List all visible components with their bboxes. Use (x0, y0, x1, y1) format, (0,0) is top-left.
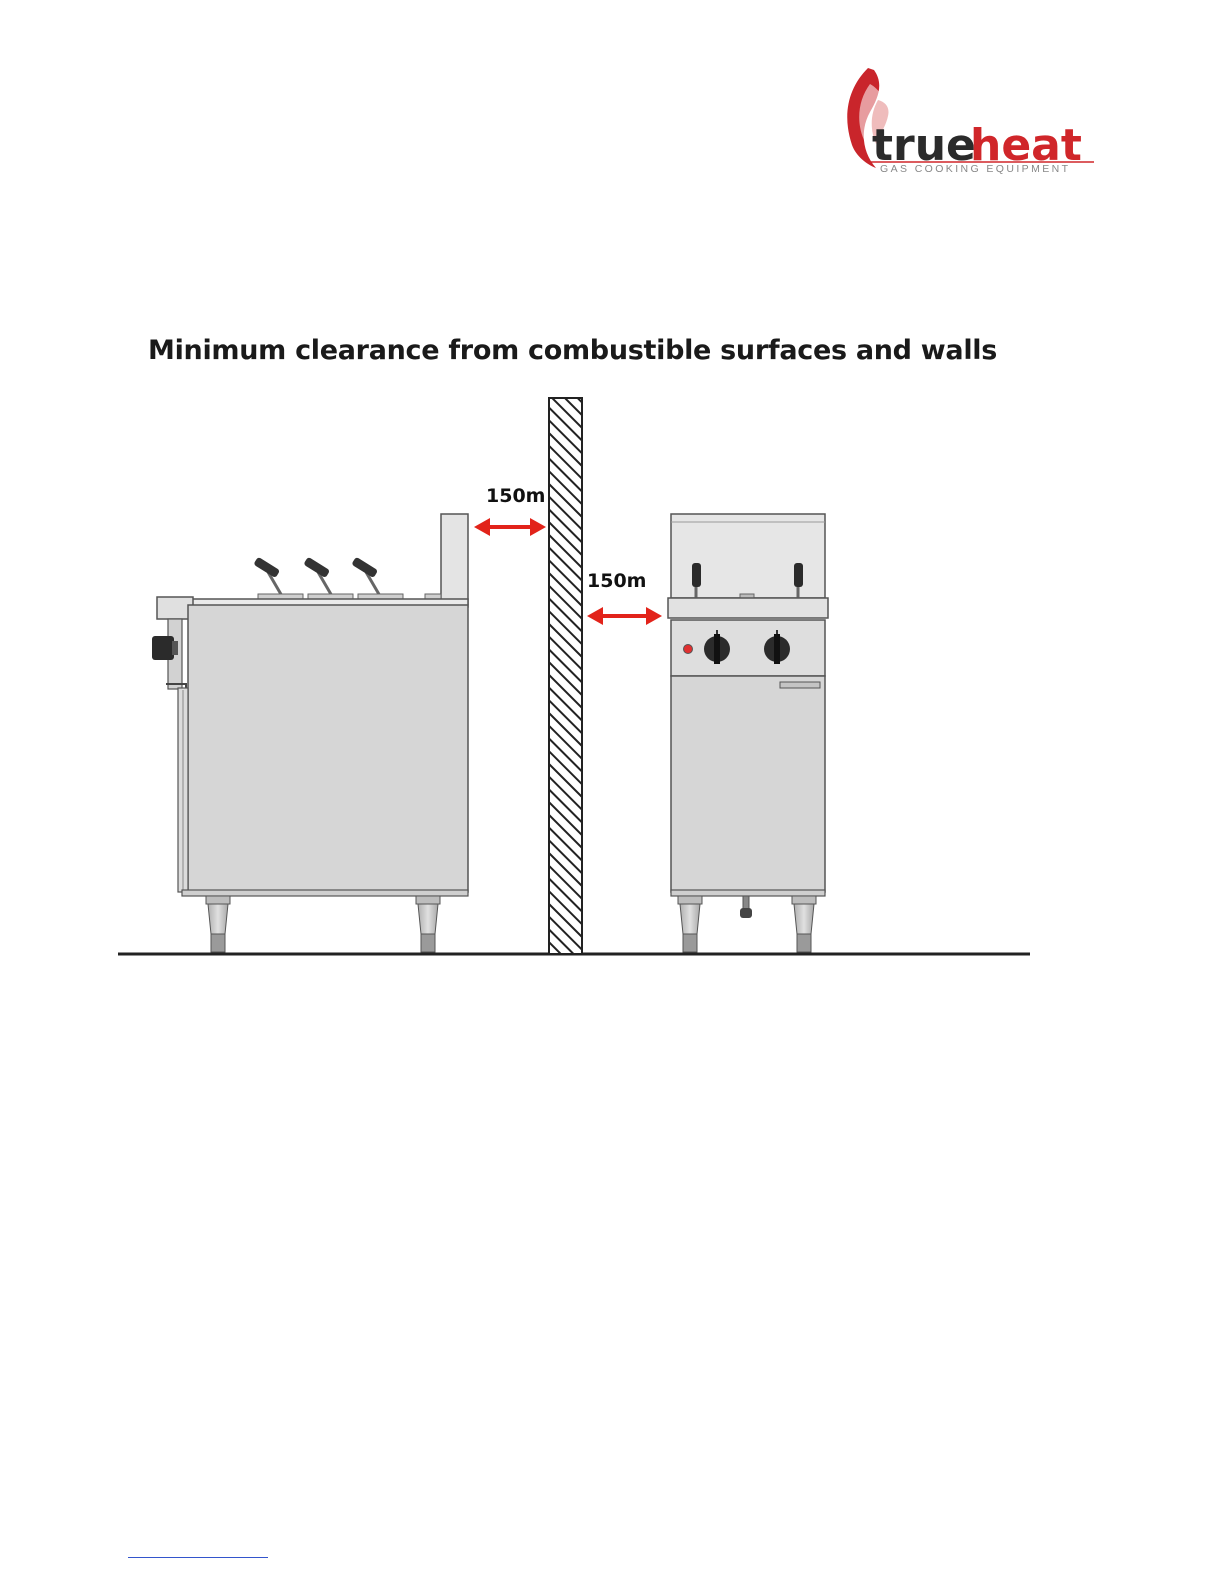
clearance-arrow-left (474, 518, 546, 536)
drain-valve-icon (740, 896, 752, 918)
basket-handle-icon (253, 557, 282, 596)
leg-icon (416, 896, 440, 952)
basket-handle-icon (351, 557, 380, 596)
pasta-cooker-side-view (152, 514, 468, 952)
footer-link-underline[interactable] (128, 1557, 268, 1558)
clearance-label-right: 150m (587, 570, 646, 592)
brand-tagline: GAS COOKING EQUIPMENT (880, 163, 1070, 175)
indicator-light-icon (684, 645, 693, 654)
leg-icon (792, 896, 816, 952)
clearance-diagram: 150m 150m (0, 380, 1225, 980)
brand-logo: true heat GAS COOKING EQUIPMENT (840, 60, 1110, 180)
clearance-arrow-right (587, 607, 662, 625)
page-title: Minimum clearance from combustible surfa… (148, 335, 997, 366)
combustible-wall (549, 398, 582, 954)
leg-icon (206, 896, 230, 952)
clearance-label-left: 150m (486, 485, 545, 507)
basket-handle-icon (303, 557, 332, 596)
fryer-front-view (668, 514, 828, 952)
leg-icon (678, 896, 702, 952)
